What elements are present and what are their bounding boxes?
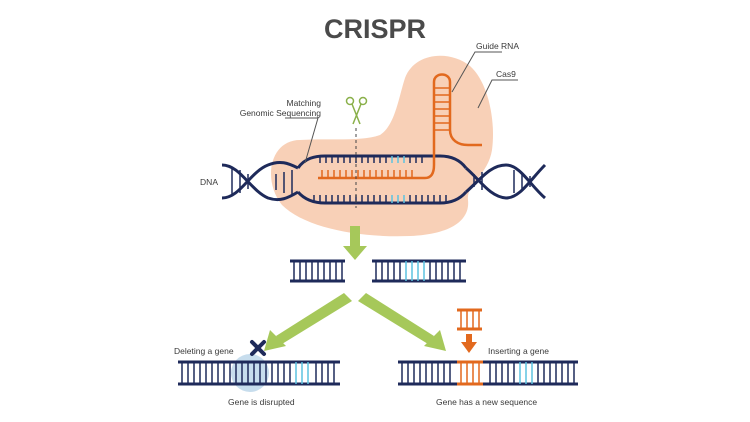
insert-gene-segment xyxy=(457,308,482,331)
guide-rna-strand xyxy=(318,73,482,180)
inserting-gene-label: Inserting a gene xyxy=(488,346,549,356)
arrow-down-icon xyxy=(343,226,367,260)
dna-left-twist-b xyxy=(221,160,299,200)
guide-rna xyxy=(318,73,482,180)
inserted-gene-dna xyxy=(398,360,578,386)
guide-rna-ticks xyxy=(321,87,450,178)
matching-label-line1: Matching xyxy=(287,98,322,108)
leader-lines xyxy=(285,51,518,164)
insert-arrow-icon xyxy=(461,334,477,353)
dna-top-ticks-target xyxy=(391,156,405,163)
scissors-icon xyxy=(345,96,368,125)
dna-right-rungs xyxy=(473,170,531,193)
dna-left-rungs xyxy=(231,167,293,196)
dna-bottom-ticks-target xyxy=(391,195,405,203)
deleted-gene-dna xyxy=(178,354,340,392)
dna-top-ticks xyxy=(319,156,423,163)
matching-label-line2: Genomic Sequencing xyxy=(240,108,322,118)
new-sequence-label: Gene has a new sequence xyxy=(436,397,537,407)
dna-bottom-strand xyxy=(296,190,468,205)
close-icon xyxy=(250,340,266,356)
dna-label: DNA xyxy=(200,177,218,187)
dna-right-twist-b xyxy=(465,163,546,200)
cut-dna-right xyxy=(372,259,466,283)
gene-disrupted-label: Gene is disrupted xyxy=(228,397,295,407)
arrow-right-diagonal-icon xyxy=(358,293,446,351)
arrow-left-diagonal-icon xyxy=(264,293,352,351)
page-title: CRISPR xyxy=(324,14,426,44)
cas9-protein xyxy=(270,55,494,237)
cut-dna-left xyxy=(290,259,345,283)
dna-left-twist-a xyxy=(221,163,299,202)
cas9-label: Cas9 xyxy=(496,69,516,79)
deleting-gene-label: Deleting a gene xyxy=(174,346,234,356)
guide-rna-label: Guide RNA xyxy=(476,41,519,51)
dna-bottom-ticks xyxy=(313,195,447,203)
